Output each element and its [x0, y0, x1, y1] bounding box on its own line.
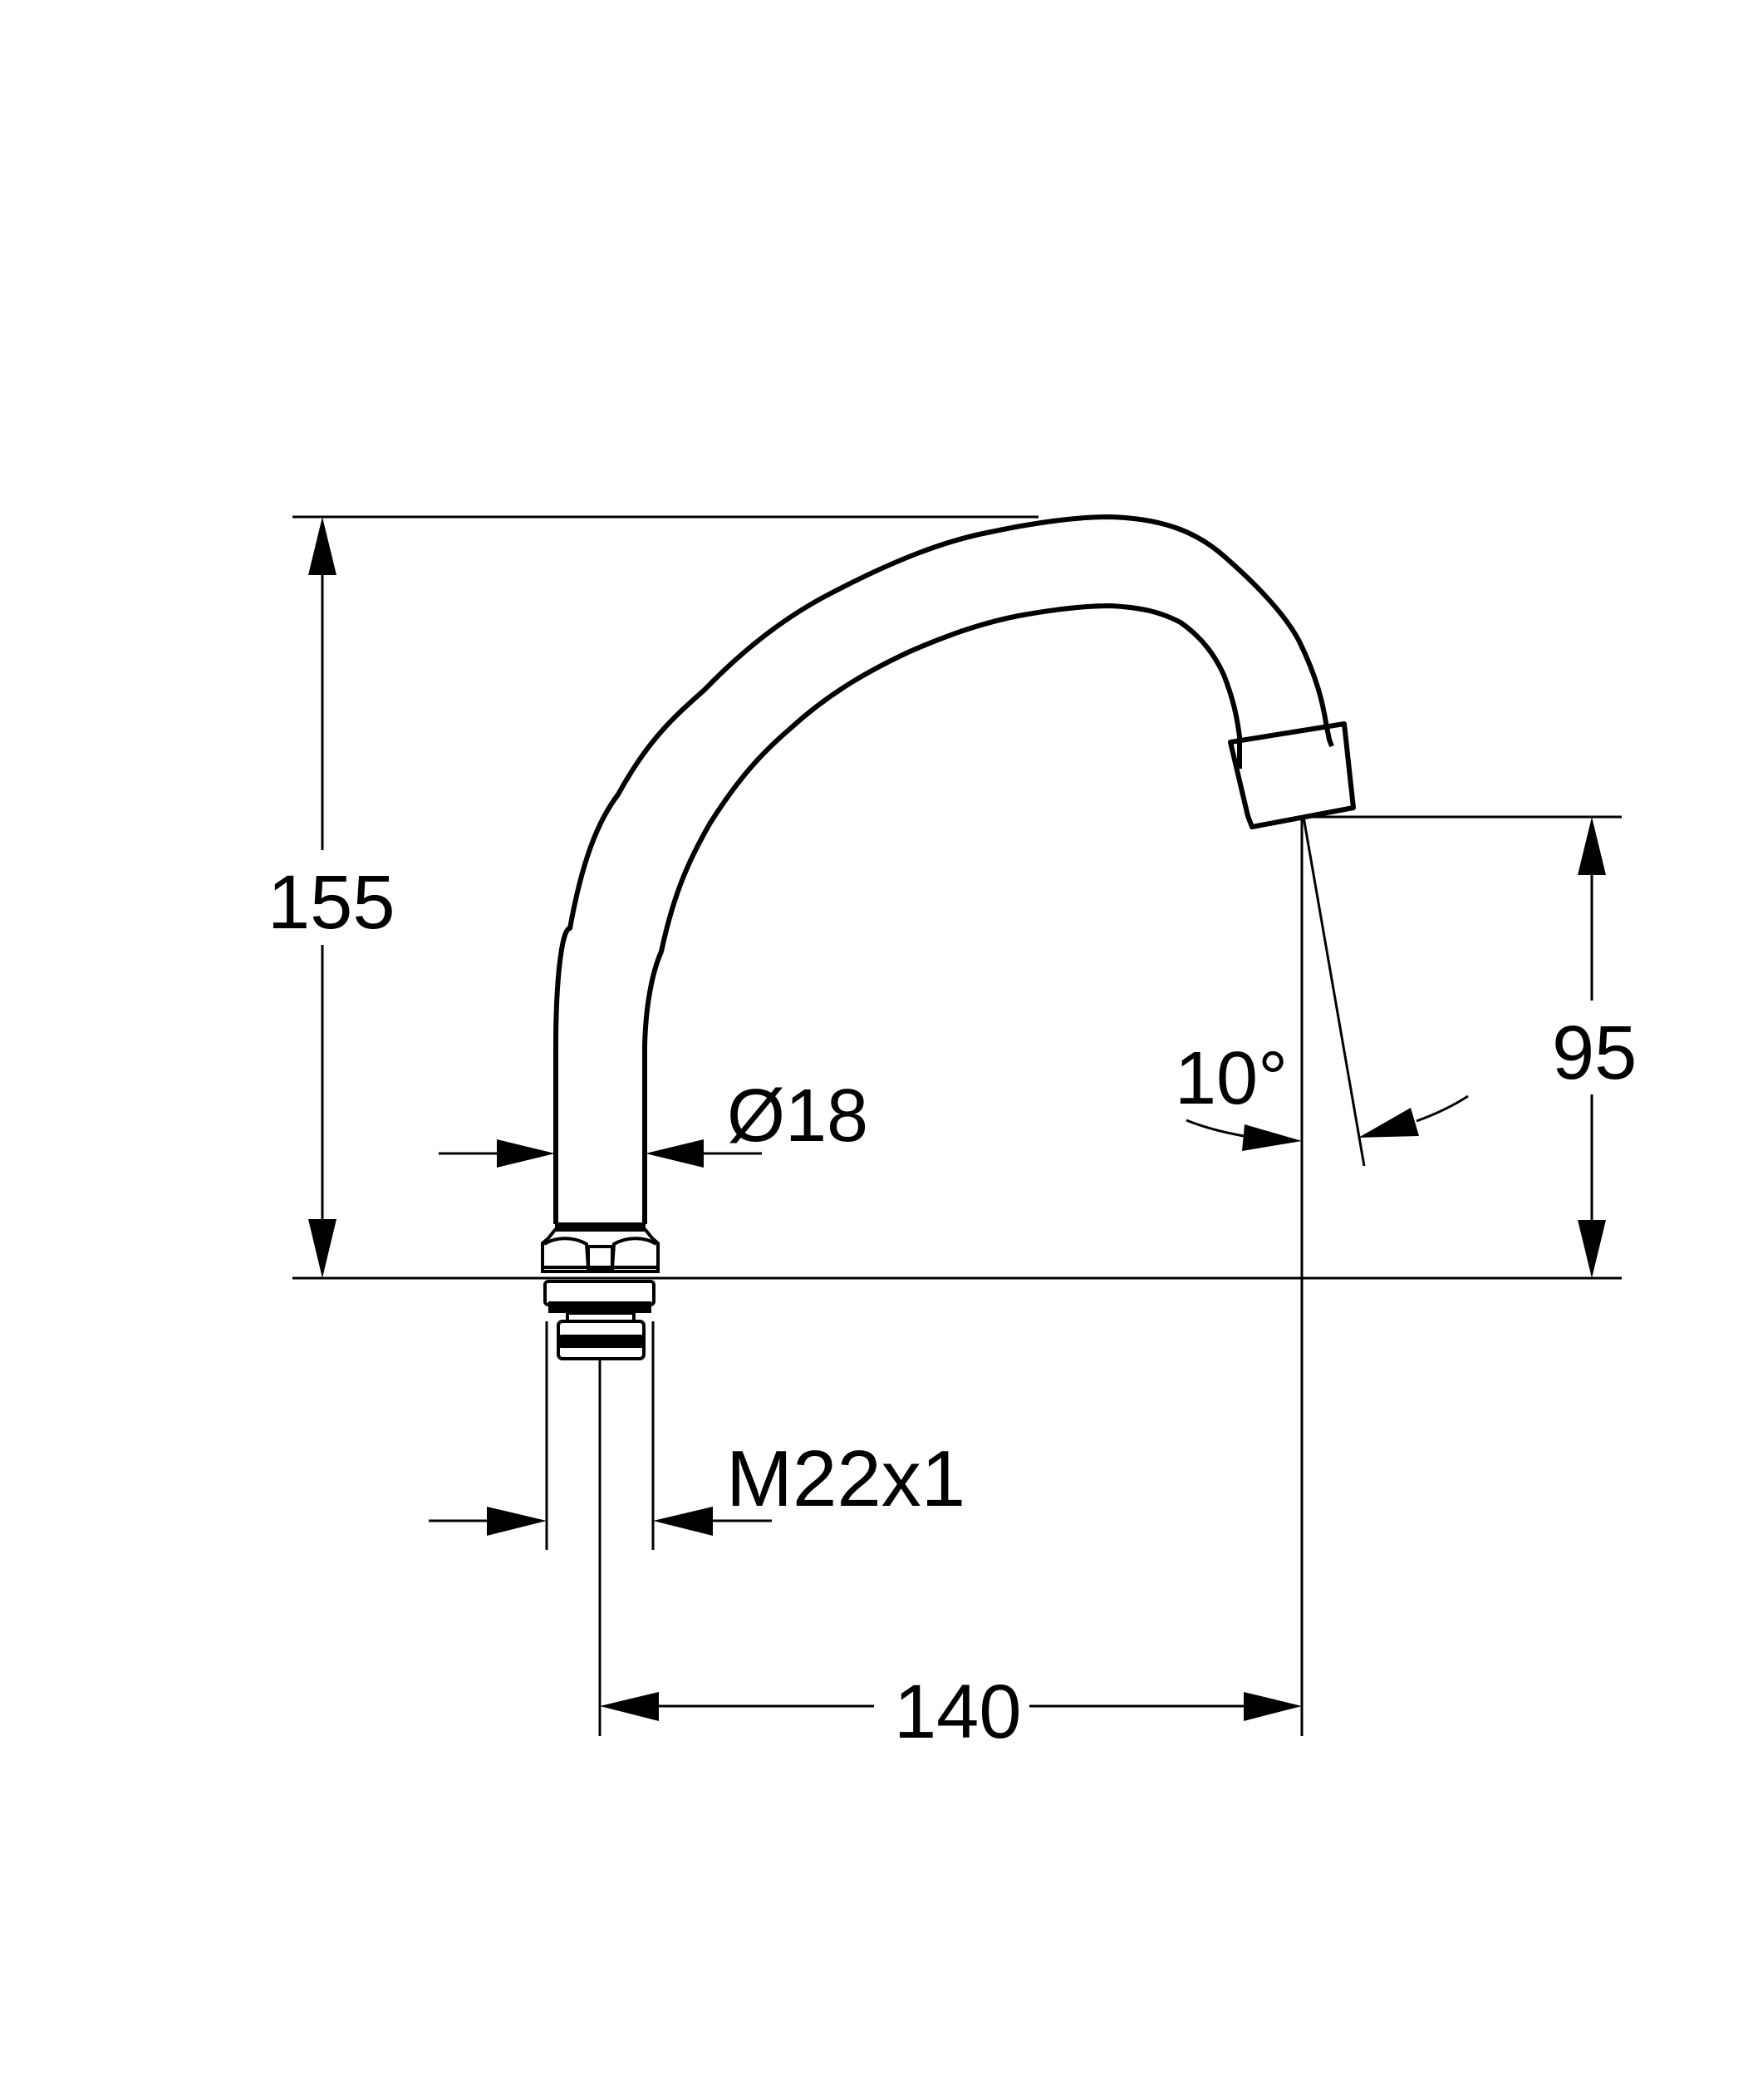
aerator	[1228, 721, 1356, 829]
dimension-155: 155	[268, 517, 395, 1278]
dimension-label-angle: 10°	[1175, 1037, 1288, 1120]
dimension-angle-10: 10°	[1175, 1037, 1469, 1151]
hex-nut-right-face	[611, 1237, 658, 1269]
extension-lines	[292, 515, 1622, 1736]
arrowhead-up-icon	[308, 517, 336, 575]
dimension-label-diameter: Ø18	[727, 1075, 868, 1158]
dimension-label-155: 155	[268, 860, 395, 945]
dimension-95: 95	[1552, 817, 1637, 1278]
connection-fitting	[541, 1228, 660, 1360]
arrowhead-right-icon	[1244, 1692, 1302, 1721]
dimension-label-thread: M22x1	[726, 1434, 965, 1523]
dimension-label-95: 95	[1552, 1011, 1637, 1095]
dimension-thread: M22x1	[429, 1434, 965, 1536]
hex-nut-center-face	[587, 1245, 614, 1270]
arrowhead-down-icon	[308, 1219, 336, 1278]
arrowhead-left-icon	[1358, 1108, 1419, 1138]
arrowhead-down-icon	[1578, 1220, 1606, 1278]
hex-nut-left-face	[543, 1237, 590, 1269]
spout-outer-contour	[553, 514, 1334, 1224]
spout-body	[553, 514, 1356, 1229]
thread-ring	[543, 1280, 656, 1306]
thread-ring-band	[548, 1301, 651, 1313]
arrowhead-right-icon	[1242, 1124, 1302, 1151]
spout-inner-contour	[642, 603, 1242, 1224]
arrowhead-right-icon	[497, 1139, 555, 1168]
dimension-diameter-18: Ø18	[439, 1075, 868, 1168]
arrowhead-left-icon	[600, 1692, 659, 1721]
hex-nut	[541, 1228, 660, 1273]
arrowhead-left-icon	[653, 1507, 713, 1536]
arrowhead-right-icon	[487, 1507, 547, 1536]
angle-reference-line	[1302, 816, 1366, 1167]
arrowhead-left-icon	[646, 1139, 704, 1168]
dimension-label-140: 140	[894, 1670, 1022, 1754]
dimension-140: 140	[600, 1670, 1302, 1754]
arrowhead-up-icon	[1578, 817, 1606, 875]
pipe-collar-band	[555, 1222, 646, 1229]
thread-plug-band	[557, 1335, 646, 1348]
